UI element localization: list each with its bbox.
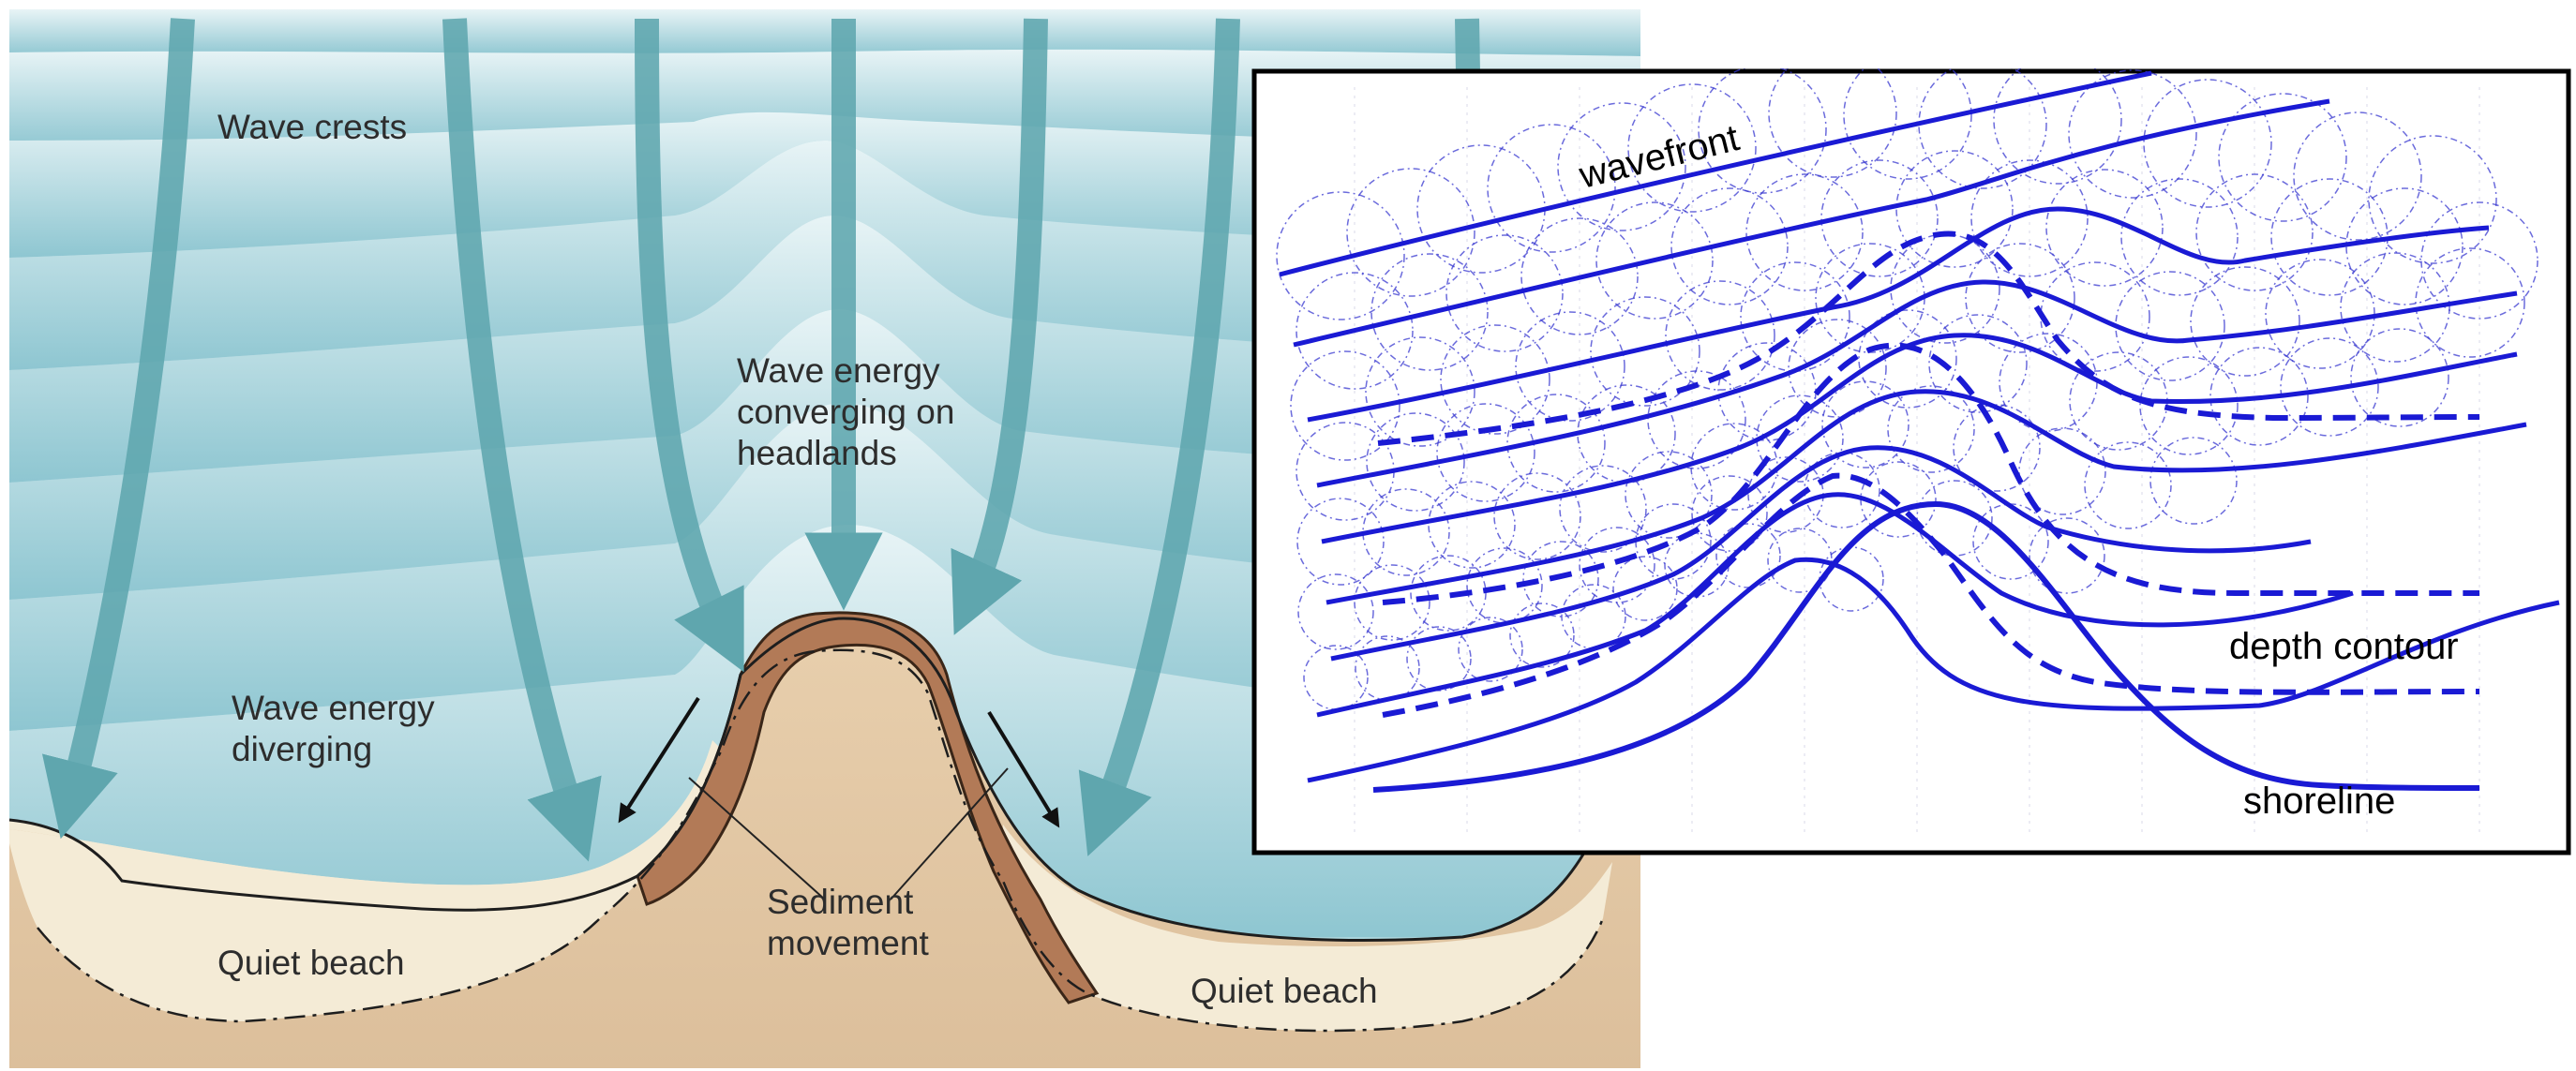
sediment-arrow-right	[987, 710, 1060, 828]
sediment-arrow-left	[618, 696, 700, 824]
sediment-leader-left	[688, 777, 826, 900]
wavefront-line-7	[1330, 445, 2312, 662]
diverging-label-line1: Wave energy	[232, 689, 435, 727]
orthogonal-arrow-5	[951, 18, 1048, 635]
wavefront-line-4	[1316, 279, 2518, 488]
wavefront-line-3	[1307, 206, 2490, 423]
depth-contour-line-2	[1382, 342, 2479, 605]
depth-contour-line-1	[1377, 231, 2480, 446]
orthogonal-arrow-6	[1078, 18, 1240, 856]
beach-backline-dashdot	[37, 648, 1605, 1033]
orthogonal-arrow-2	[442, 18, 602, 862]
shoreline-label: shoreline	[2243, 781, 2395, 822]
wavefront-line-8	[1316, 492, 2354, 718]
wavefront-line-5	[1321, 333, 2518, 544]
depth-contour-lines	[1377, 231, 2480, 718]
shoreline-curve	[1372, 500, 2480, 793]
wavefront-line-6	[1325, 389, 2527, 605]
orthogonal-arrow-3	[635, 18, 744, 673]
wave-crests-label: Wave crests	[217, 108, 407, 146]
orthogonal-arrow-1	[41, 18, 195, 840]
wavefront-lines	[1279, 70, 2560, 783]
sediment-leader-right	[890, 767, 1009, 900]
headland-rock	[636, 611, 1100, 1004]
sediment-label-line2: movement	[767, 924, 929, 962]
sediment-label-line1: Sediment	[767, 883, 914, 921]
converging-label-line3: headlands	[737, 434, 897, 472]
wavefront-line-9	[1307, 557, 2560, 783]
huygens-wavefront-diagram: wavefront depth contour shoreline	[1251, 68, 2571, 855]
wavefront-line-1	[1279, 70, 2152, 277]
diagram-frame	[1251, 68, 2571, 855]
quiet-beach-left-label: Quiet beach	[217, 944, 405, 982]
depth-contour-line-3	[1382, 472, 2480, 718]
shoreline-line	[8, 617, 1586, 942]
quiet-beach-left-area	[9, 740, 722, 1021]
converging-label-line2: converging on	[737, 393, 954, 431]
background-grid	[1354, 87, 2480, 837]
quiet-beach-right-area	[1003, 825, 1612, 1031]
converging-label-line1: Wave energy	[737, 351, 940, 390]
quiet-beach-right-label: Quiet beach	[1191, 972, 1378, 1010]
diverging-label-line2: diverging	[232, 730, 372, 768]
wavefront-line-2	[1293, 98, 2330, 348]
depth-contour-label: depth contour	[2229, 626, 2459, 667]
